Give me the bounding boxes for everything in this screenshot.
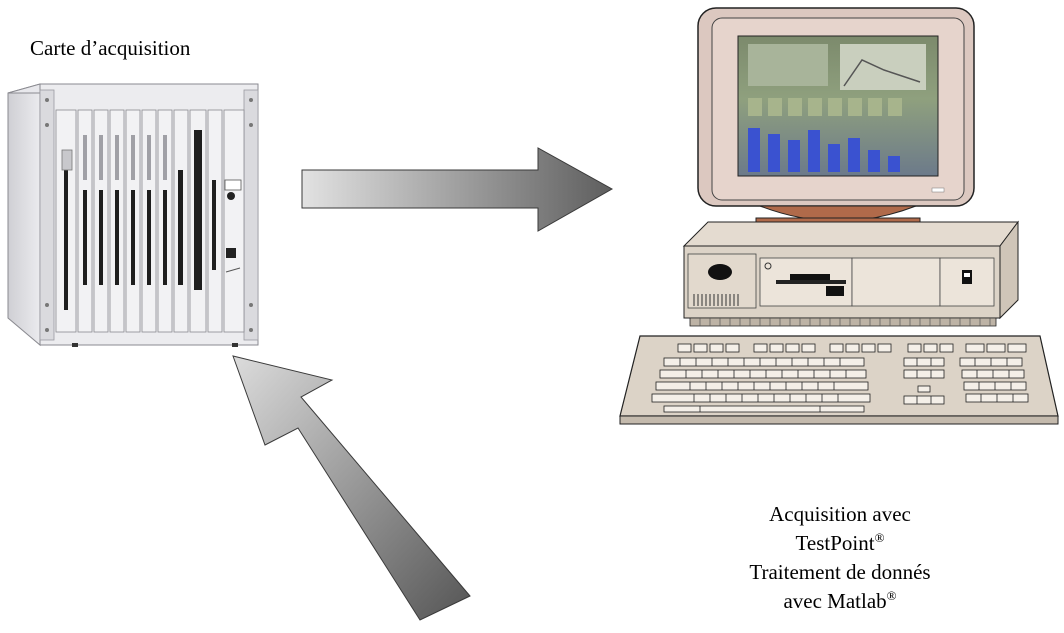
acquisition-card-label: Carte d’acquisition bbox=[30, 36, 191, 60]
arrow-up-left bbox=[232, 355, 471, 621]
caption-line-3: Traitement de donnés bbox=[749, 560, 931, 584]
caption-line-2: TestPoint® bbox=[795, 530, 885, 555]
module-slots bbox=[64, 130, 216, 310]
monitor-screen bbox=[737, 35, 939, 177]
arrow-right bbox=[301, 147, 614, 232]
caption-line-1: Acquisition avec bbox=[769, 502, 911, 526]
computer-caption: Acquisition avec TestPoint® Traitement d… bbox=[700, 500, 980, 616]
caption-line-4: avec Matlab® bbox=[783, 588, 897, 613]
keyboard bbox=[619, 335, 1059, 425]
computer-illustration bbox=[619, 7, 1059, 425]
acquisition-rack bbox=[7, 83, 259, 347]
